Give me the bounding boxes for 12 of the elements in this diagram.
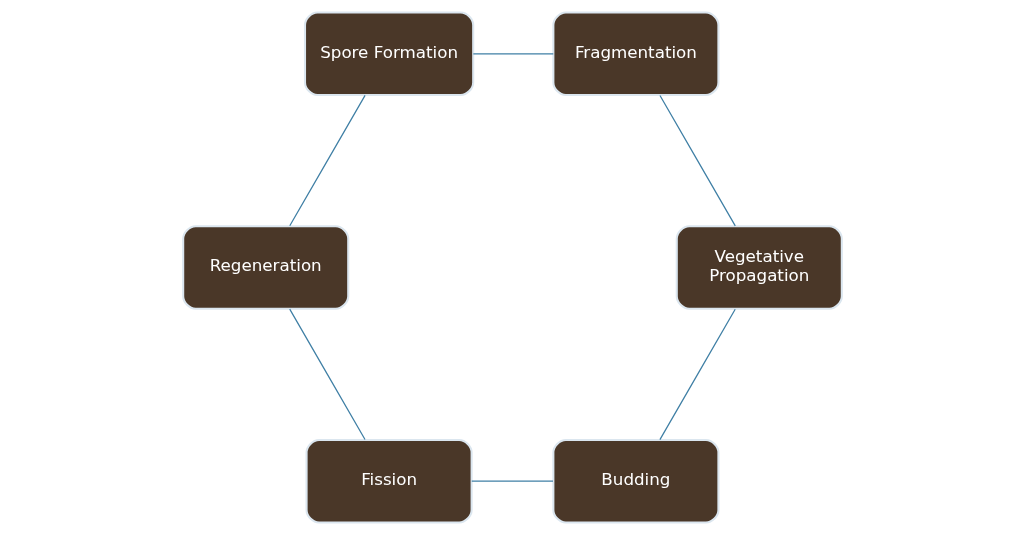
- connector: [470, 480, 554, 482]
- connector: [658, 308, 736, 441]
- node-box: Budding: [551, 438, 719, 524]
- connector: [288, 308, 366, 441]
- connector: [288, 94, 366, 227]
- connector: [658, 94, 736, 227]
- node-box: Vegetative Propagation: [675, 225, 843, 310]
- connector: [472, 53, 554, 55]
- node-box: Fragmentation: [551, 11, 719, 97]
- node-box: Spore Formation: [303, 11, 474, 97]
- node-box: Fission: [305, 438, 473, 524]
- node-box: Regeneration: [181, 225, 349, 310]
